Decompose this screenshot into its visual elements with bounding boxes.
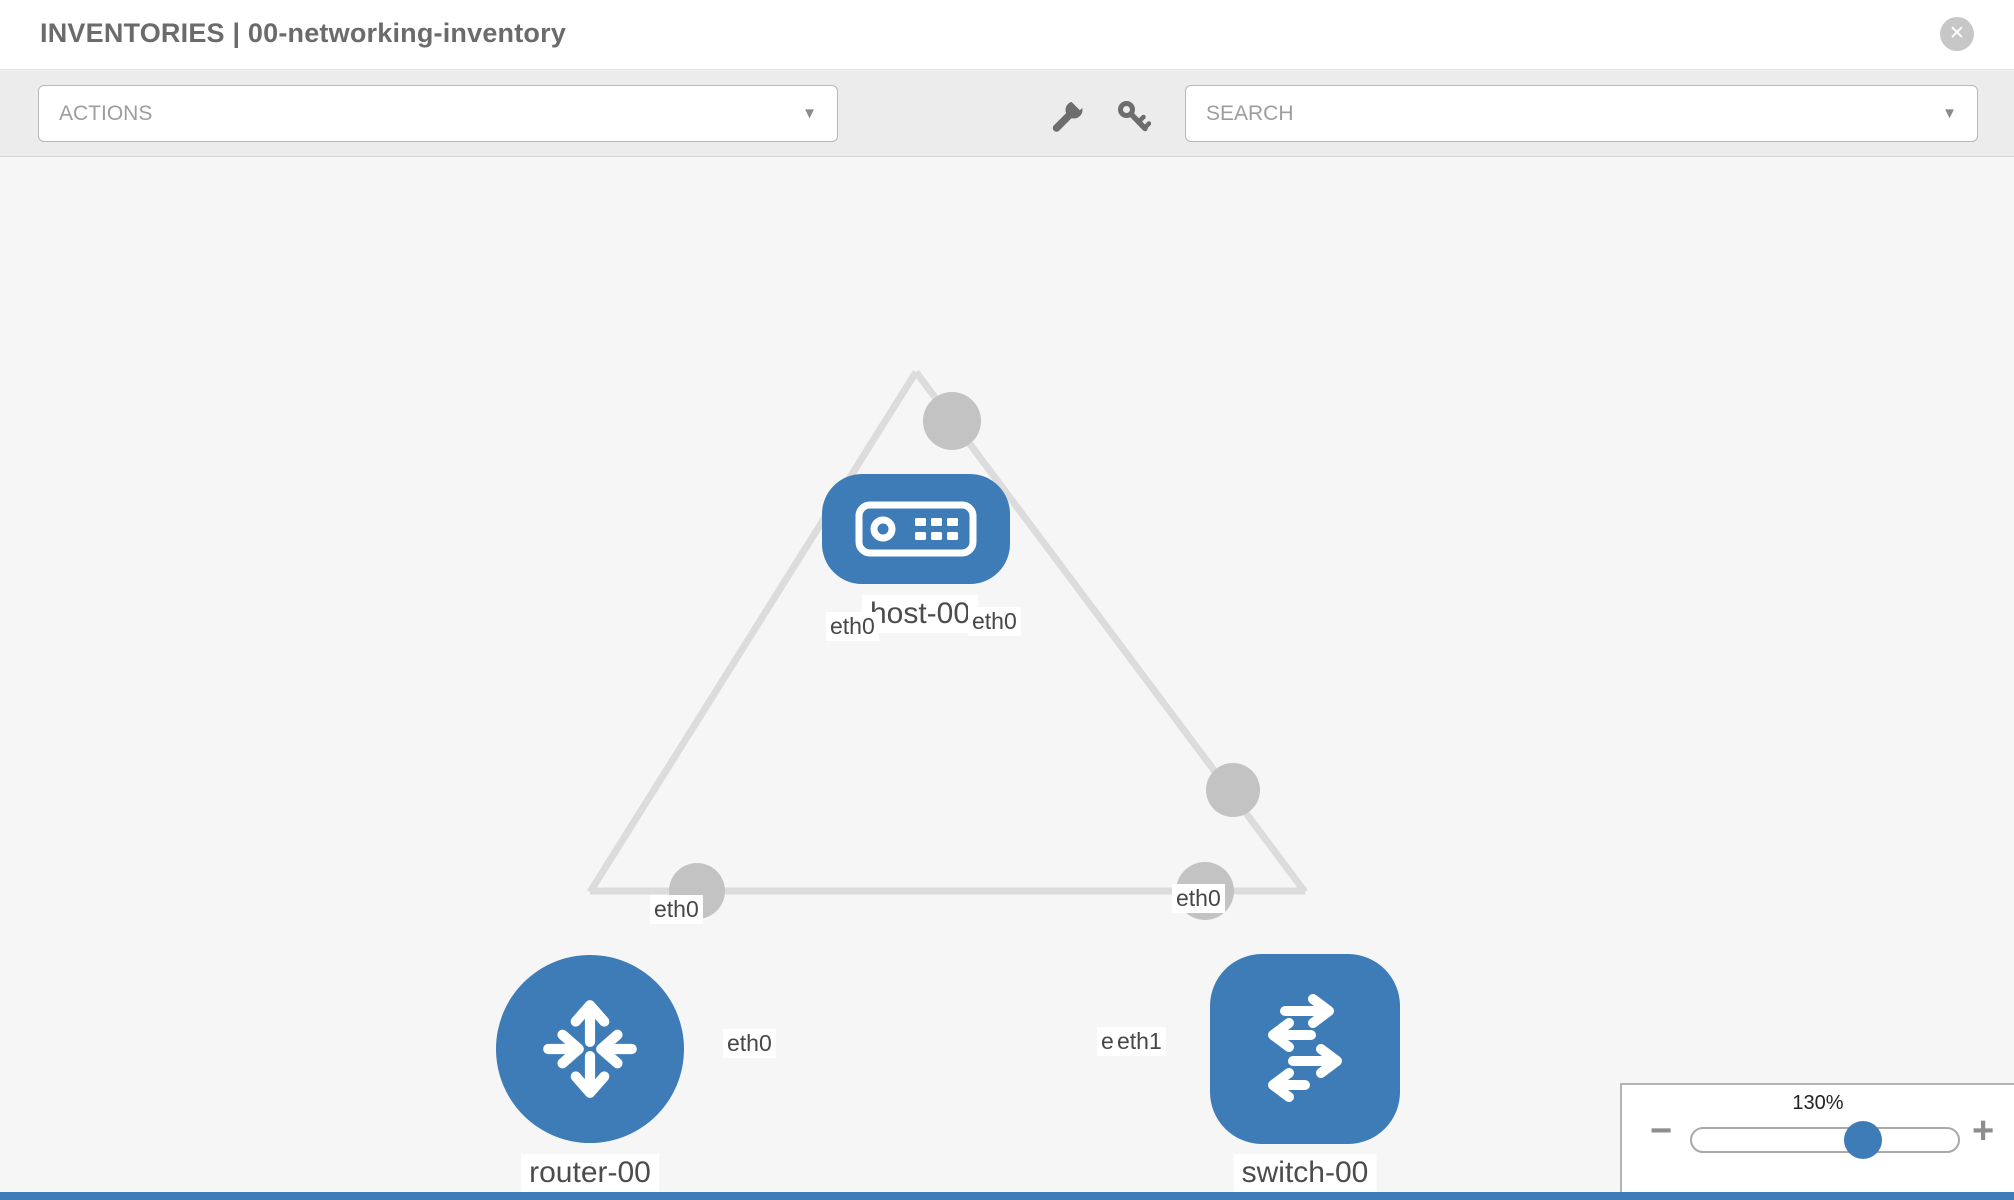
wrench-icon (1052, 94, 1087, 132)
port-label: eth0 (826, 612, 879, 641)
interface-connector-host (923, 392, 981, 450)
close-button[interactable]: ✕ (1940, 17, 1974, 51)
close-icon: ✕ (1949, 23, 1965, 44)
interface-connector-switch-top (1206, 763, 1260, 817)
page-title: INVENTORIES | 00-networking-inventory (40, 18, 567, 48)
header: INVENTORIES | 00-networking-inventory ✕ (0, 0, 2014, 70)
node-label-host: host-00 (861, 595, 979, 633)
topology-canvas: host-00 router-00 switch-00 eth0 eth0 et… (0, 157, 2014, 1200)
zoom-slider[interactable] (1690, 1127, 1960, 1153)
search-dropdown-label: SEARCH (1206, 102, 1294, 125)
zoom-panel: 130% − + (1620, 1083, 2014, 1200)
port-label: eth0 (1172, 884, 1225, 913)
port-label: eth0 (968, 607, 1021, 636)
switch-arrows-icon (1268, 994, 1342, 1102)
search-dropdown[interactable]: SEARCH ▼ (1185, 85, 1978, 142)
port-label: eth1 (1113, 1027, 1166, 1056)
footer-bar (0, 1192, 2014, 1200)
configure-tools-button[interactable] (1049, 94, 1087, 134)
minus-icon: − (1650, 1110, 1673, 1152)
zoom-out-button[interactable]: − (1650, 1109, 1672, 1153)
credentials-button[interactable] (1115, 98, 1152, 134)
server-icon (855, 501, 977, 557)
router-arrows-icon (543, 1000, 637, 1098)
port-label: eth0 (650, 895, 703, 924)
actions-dropdown-label: ACTIONS (59, 102, 153, 125)
node-router-00[interactable] (496, 955, 684, 1143)
chevron-down-icon: ▼ (1942, 105, 1957, 122)
actions-dropdown[interactable]: ACTIONS ▼ (38, 85, 838, 142)
links-layer (587, 369, 1308, 920)
plus-icon: + (1972, 1110, 1995, 1152)
zoom-level: 130% (1792, 1092, 1844, 1114)
toolbar: ACTIONS ▼ SEARCH ▼ (0, 71, 2014, 157)
port-label: eth0 (723, 1029, 776, 1058)
chevron-down-icon: ▼ (802, 105, 817, 122)
key-icon (1118, 101, 1152, 132)
link-host-router[interactable] (587, 370, 919, 894)
node-switch-00[interactable] (1210, 954, 1400, 1144)
node-label-router: router-00 (521, 1154, 659, 1192)
zoom-in-button[interactable]: + (1972, 1109, 1994, 1153)
node-host-00[interactable] (822, 474, 1010, 584)
zoom-slider-thumb[interactable] (1844, 1121, 1882, 1159)
node-label-switch: switch-00 (1233, 1154, 1377, 1192)
